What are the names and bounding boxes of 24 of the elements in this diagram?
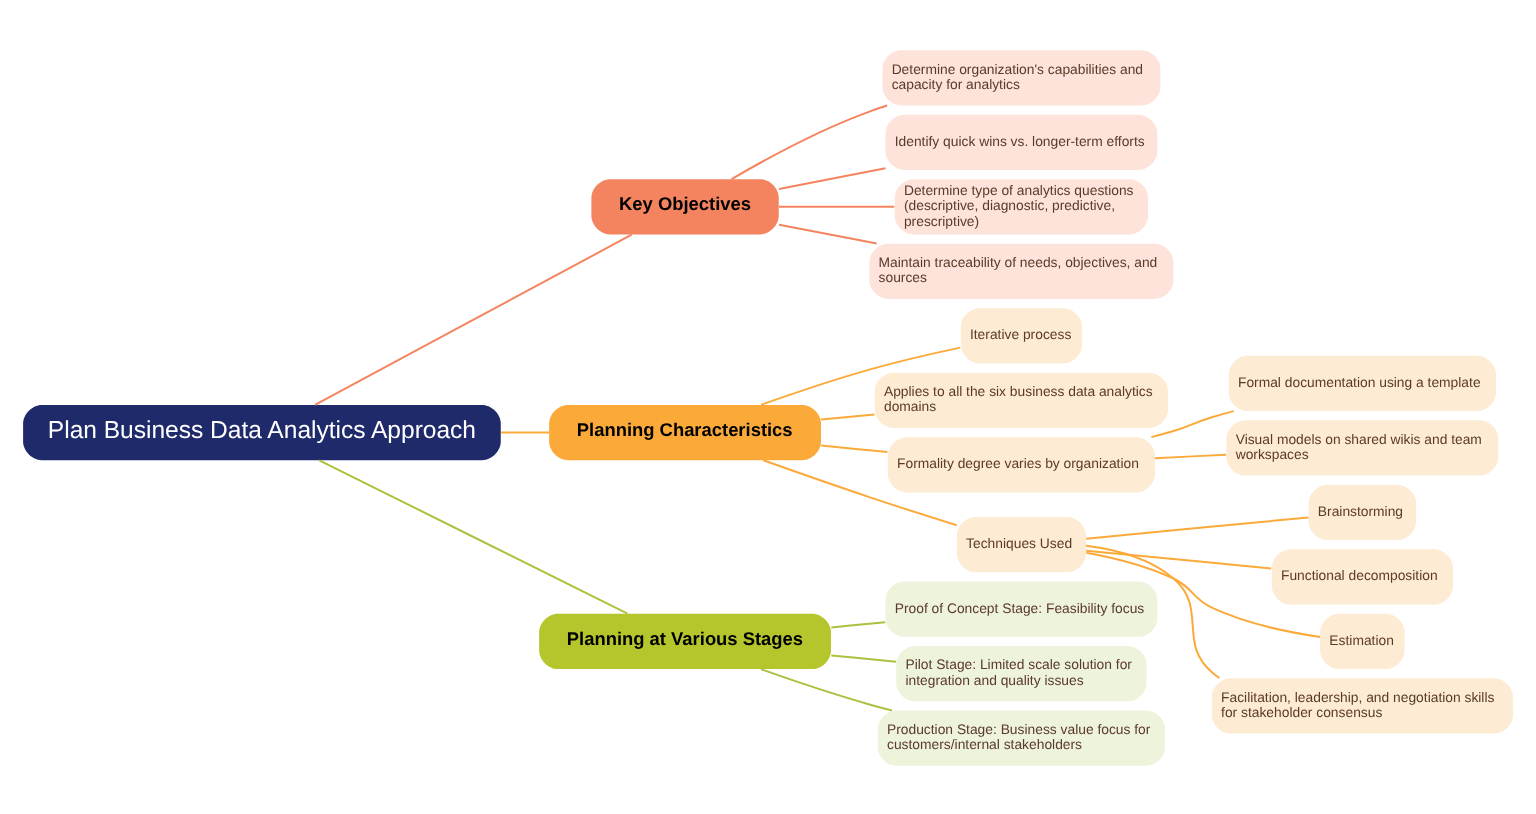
connector — [760, 345, 962, 405]
connector — [500, 430, 551, 433]
connector — [830, 620, 887, 628]
node-box: Plan Business Data Analytics Approach — [23, 403, 501, 460]
connector — [762, 458, 958, 526]
connector — [1084, 543, 1221, 678]
connector — [820, 412, 876, 420]
connector — [314, 232, 633, 405]
connector — [760, 667, 893, 711]
connector — [830, 653, 898, 662]
connector — [1150, 409, 1235, 438]
connector — [730, 103, 889, 180]
connector — [1085, 548, 1273, 569]
node-box: Planning Characteristics — [549, 403, 821, 460]
connector — [820, 443, 889, 452]
connector — [778, 222, 878, 244]
connector — [1154, 452, 1228, 459]
connector — [778, 204, 896, 207]
connector — [318, 458, 629, 614]
connector — [1085, 515, 1310, 539]
connector — [1085, 550, 1322, 637]
connector — [778, 166, 887, 189]
node-box: Key Objectives — [591, 178, 779, 234]
node-box: Planning at Various Stages — [539, 612, 831, 669]
